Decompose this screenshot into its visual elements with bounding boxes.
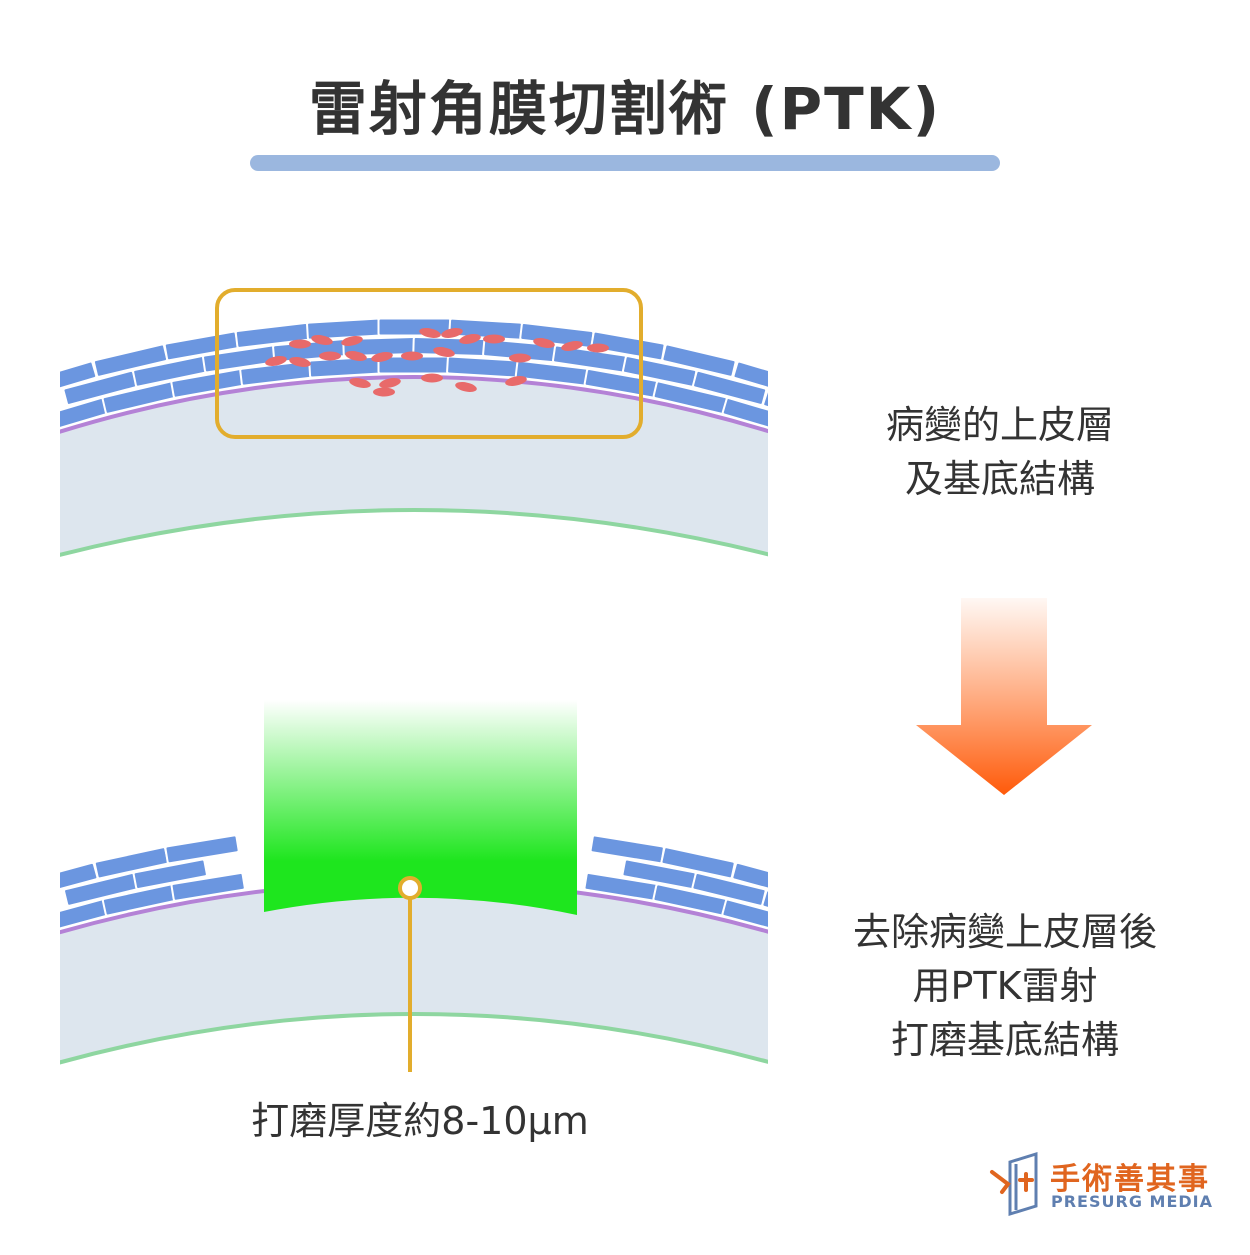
- lesion-cells: [265, 328, 609, 397]
- thickness-pointer-dot: [398, 876, 422, 900]
- lesion-cell: [341, 336, 363, 346]
- endothelium-line-top: [60, 508, 768, 557]
- lesion-cell: [349, 378, 371, 388]
- lesion-cell: [561, 341, 583, 351]
- lesion-cell: [483, 334, 505, 344]
- brand-mark-icon: [990, 1151, 1038, 1217]
- epithelium-cell: [721, 397, 768, 435]
- lesion-cell: [319, 351, 341, 361]
- brand-name-en: PRESURG MEDIA: [1051, 1192, 1213, 1211]
- brand-logo: 手術善其事 PRESURG MEDIA: [988, 1150, 1218, 1220]
- epithelium-cell: [170, 871, 246, 902]
- laser-beam: [264, 700, 577, 915]
- brand-name-cn: 手術善其事: [1050, 1162, 1210, 1197]
- lesion-cell: [379, 378, 401, 388]
- caption-lesion: 病變的上皮層 及基底結構: [820, 398, 1180, 506]
- epithelium-cell: [732, 360, 768, 399]
- stroma-bottom: [60, 882, 768, 1063]
- caption-lesion-line-2: 及基底結構: [904, 457, 1095, 501]
- basement-membrane-top: [60, 375, 768, 434]
- epithelium-cell: [661, 343, 737, 378]
- lesion-cell: [421, 373, 443, 383]
- title-underline: [250, 155, 1000, 171]
- lesion-cell: [455, 382, 477, 392]
- caption-ptk-line-2: 用PTK雷射: [912, 964, 1098, 1008]
- epithelium-cell: [761, 889, 768, 928]
- epithelium-cell: [731, 861, 768, 899]
- cornea-top: [60, 317, 768, 557]
- epithelium-cell: [446, 355, 521, 379]
- lesion-cell: [587, 343, 609, 353]
- lesion-cell: [371, 352, 393, 362]
- epithelium-cell: [164, 834, 240, 865]
- caption-lesion-line-1: 病變的上皮層: [885, 403, 1114, 447]
- lesion-cell: [289, 339, 311, 349]
- lesion-cell: [419, 328, 441, 338]
- lesion-cell: [289, 357, 311, 367]
- lesion-cell: [533, 338, 555, 348]
- page-title: 雷射角膜切割術 (PTK): [308, 75, 942, 143]
- epithelium-cell: [308, 355, 383, 379]
- epithelium-cell: [721, 898, 768, 935]
- lesion-cell: [459, 334, 481, 344]
- caption-ptk-line-3: 打磨基底結構: [890, 1018, 1119, 1062]
- lesion-cell: [401, 351, 423, 361]
- lesion-cell: [345, 351, 367, 361]
- lesion-cell: [433, 347, 455, 357]
- epithelium-cells-bottom: [60, 834, 768, 935]
- lesion-cell: [311, 335, 333, 345]
- lesion-cell: [265, 356, 287, 366]
- down-arrow: [916, 598, 1092, 795]
- cornea-bottom: [60, 834, 768, 1065]
- epithelium-cell: [60, 360, 98, 399]
- epithelium-cell: [762, 388, 768, 429]
- lesion-cell: [373, 387, 395, 397]
- lesion-cell: [441, 328, 463, 338]
- thickness-label: 打磨厚度約8-10μm: [251, 1099, 589, 1143]
- lesion-cell: [505, 376, 527, 386]
- lesion-cell: [509, 353, 531, 363]
- endothelium-line-bottom: [60, 1012, 768, 1065]
- epithelium-cell: [132, 858, 208, 890]
- lesion-highlight-box: [215, 288, 643, 439]
- caption-ptk-line-1: 去除病變上皮層後: [852, 910, 1157, 954]
- stroma-top: [60, 377, 768, 555]
- caption-ptk: 去除病變上皮層後 用PTK雷射 打磨基底結構: [805, 905, 1205, 1067]
